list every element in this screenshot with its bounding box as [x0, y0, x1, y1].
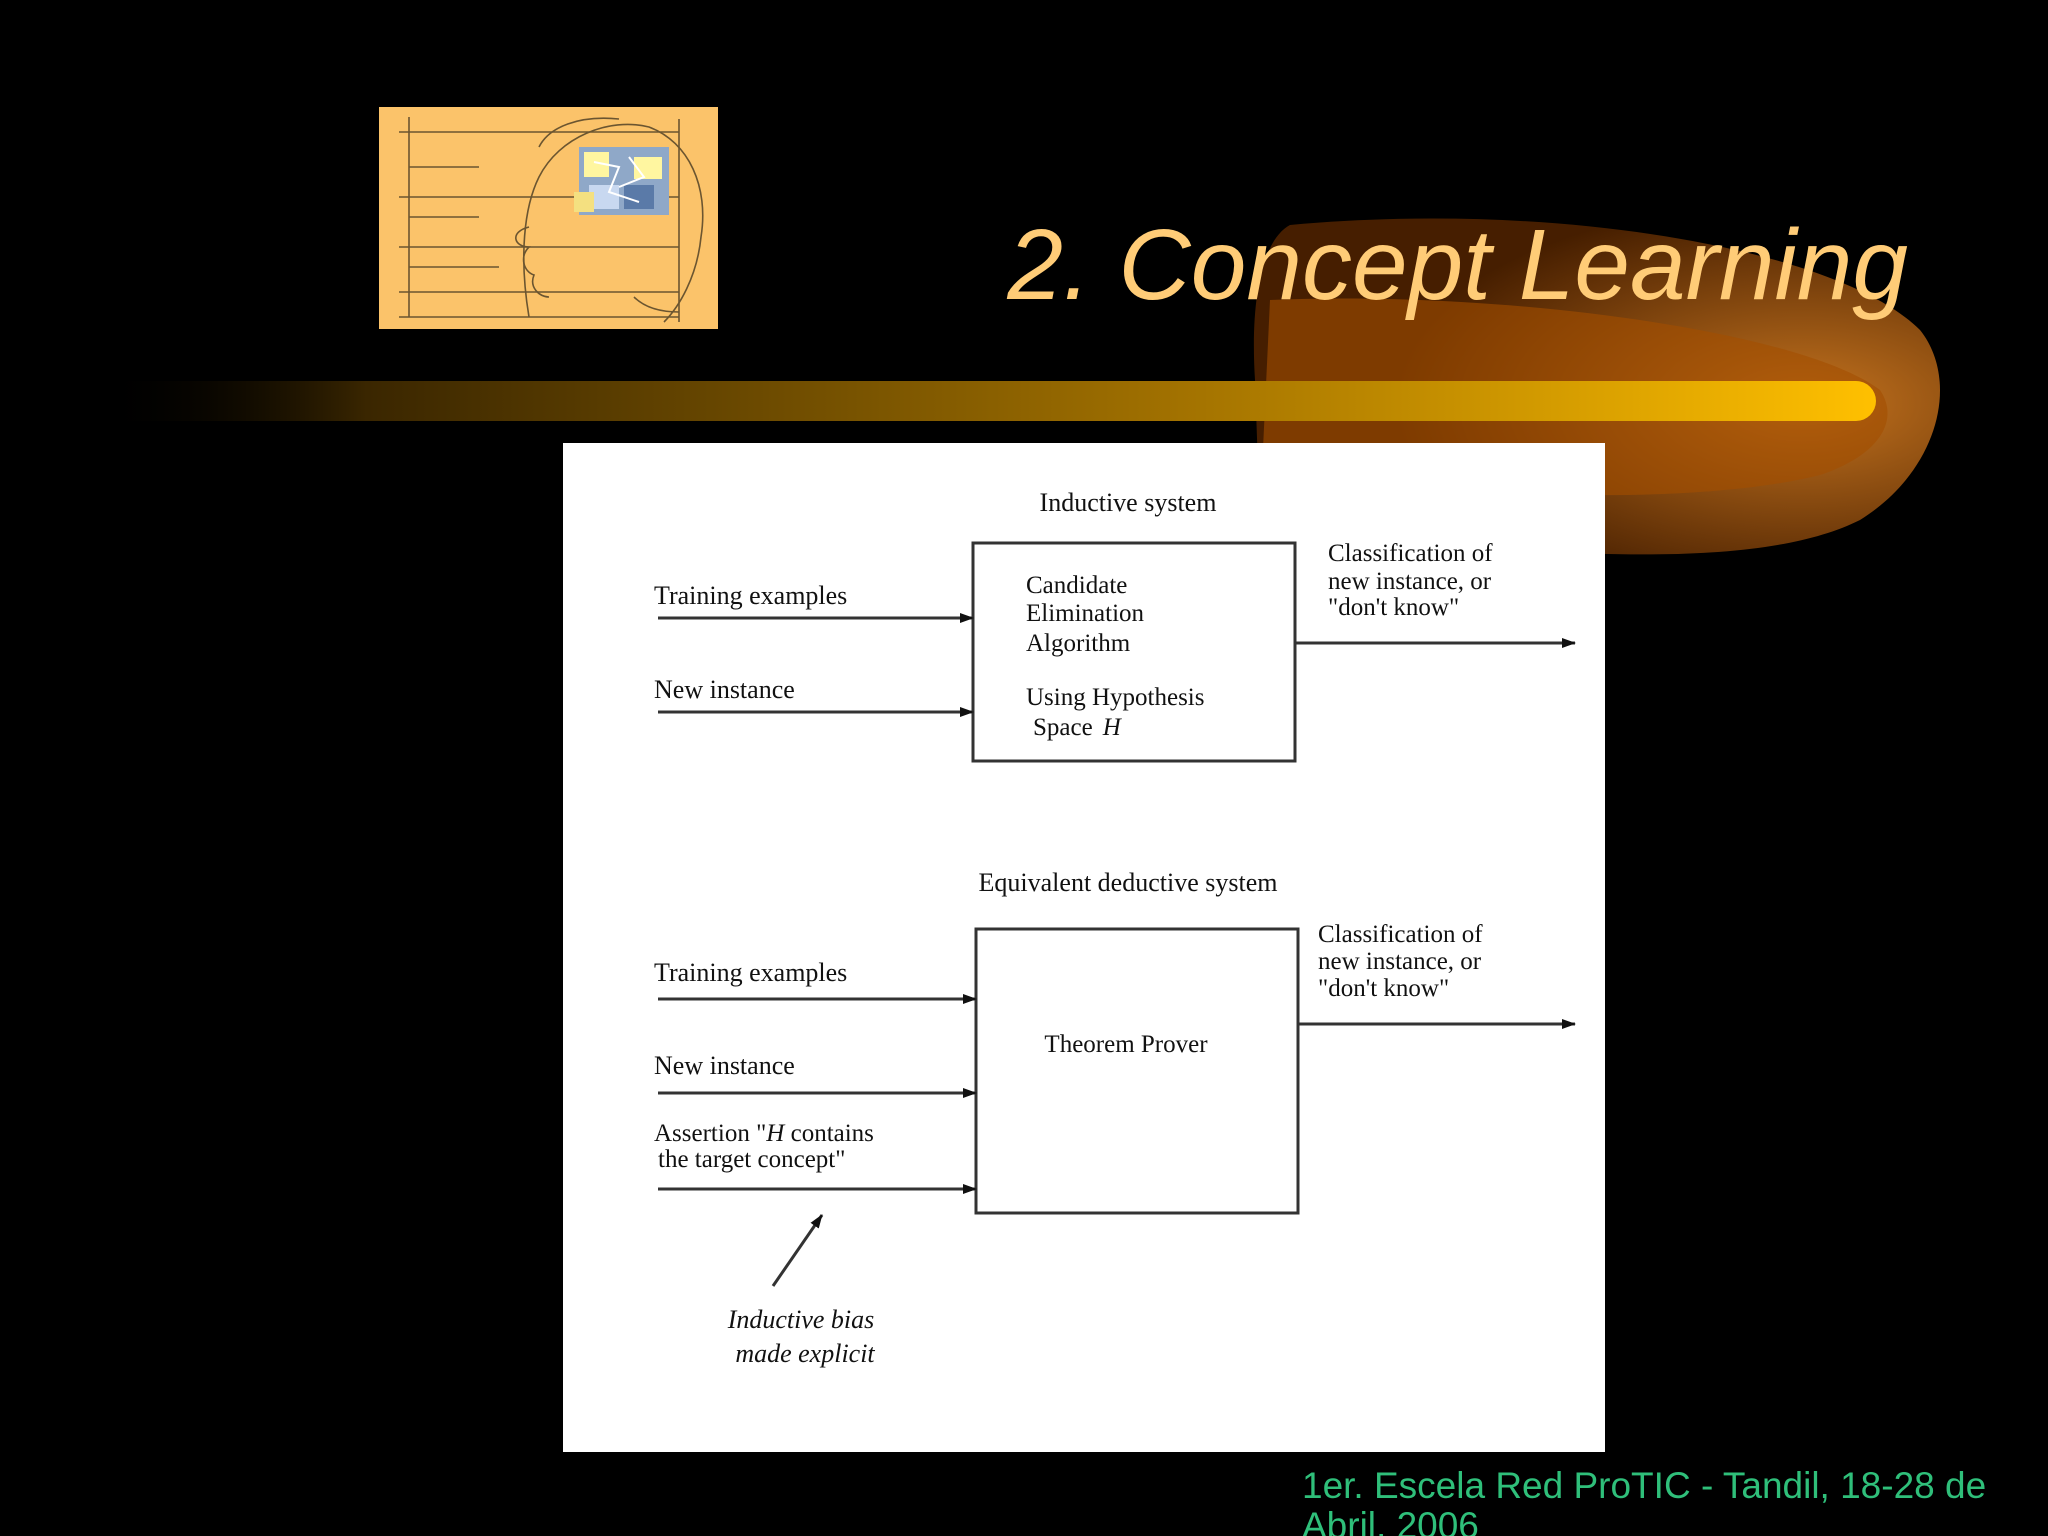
top-output-line-2: new instance, or — [1328, 568, 1492, 595]
bottom-output-line-2: new instance, or — [1318, 948, 1482, 975]
logo-head-drawing — [379, 107, 718, 329]
box-text-using-hypothesis: Using Hypothesis — [1026, 684, 1204, 711]
top-output-line-1: Classification of — [1328, 540, 1493, 567]
gradient-bar — [100, 381, 1876, 421]
inductive-bias-line-2: made explicit — [735, 1339, 875, 1368]
diagram-canvas: Inductive system Candidate Elimination A… — [654, 488, 1576, 1368]
inductive-system-label: Inductive system — [1040, 488, 1217, 517]
bottom-input-new-instance-label: New instance — [654, 1051, 795, 1080]
box-text-elimination: Elimination — [1026, 600, 1145, 627]
assertion-line-2: the target concept" — [658, 1146, 845, 1173]
candidate-elimination-box — [971, 541, 1297, 763]
slide-title: 2. Concept Learning — [1007, 209, 1908, 321]
logo-brain-grid — [574, 147, 669, 215]
top-output-line-3: "don't know" — [1328, 594, 1459, 621]
box-text-candidate: Candidate — [1026, 572, 1127, 599]
space-word: Space — [1033, 714, 1093, 741]
top-input-new-instance-label: New instance — [654, 675, 795, 704]
theorem-prover-label: Theorem Prover — [1044, 1031, 1208, 1058]
footer-text: 1er. Escela Red ProTIC - Tandil, 18-28 d… — [1302, 1465, 1987, 1536]
bottom-input-training-label: Training examples — [654, 958, 847, 987]
assertion-var-h: H — [765, 1120, 786, 1147]
bottom-output-line-3: "don't know" — [1318, 975, 1449, 1002]
box-text-space-h: Space H — [1033, 714, 1123, 741]
inductive-bias-arrow — [771, 1214, 824, 1287]
inductive-deductive-diagram: Inductive system Candidate Elimination A… — [563, 443, 1605, 1452]
inductive-bias-line-1: Inductive bias — [727, 1305, 875, 1334]
assertion-line-1: Assertion "H contains — [654, 1120, 874, 1147]
theorem-prover-box — [974, 927, 1300, 1215]
top-input-training-label: Training examples — [654, 581, 847, 610]
hypothesis-var-h: H — [1102, 714, 1123, 741]
bottom-output-line-1: Classification of — [1318, 921, 1483, 948]
deductive-system-label: Equivalent deductive system — [979, 868, 1278, 897]
box-text-algorithm: Algorithm — [1026, 630, 1131, 657]
